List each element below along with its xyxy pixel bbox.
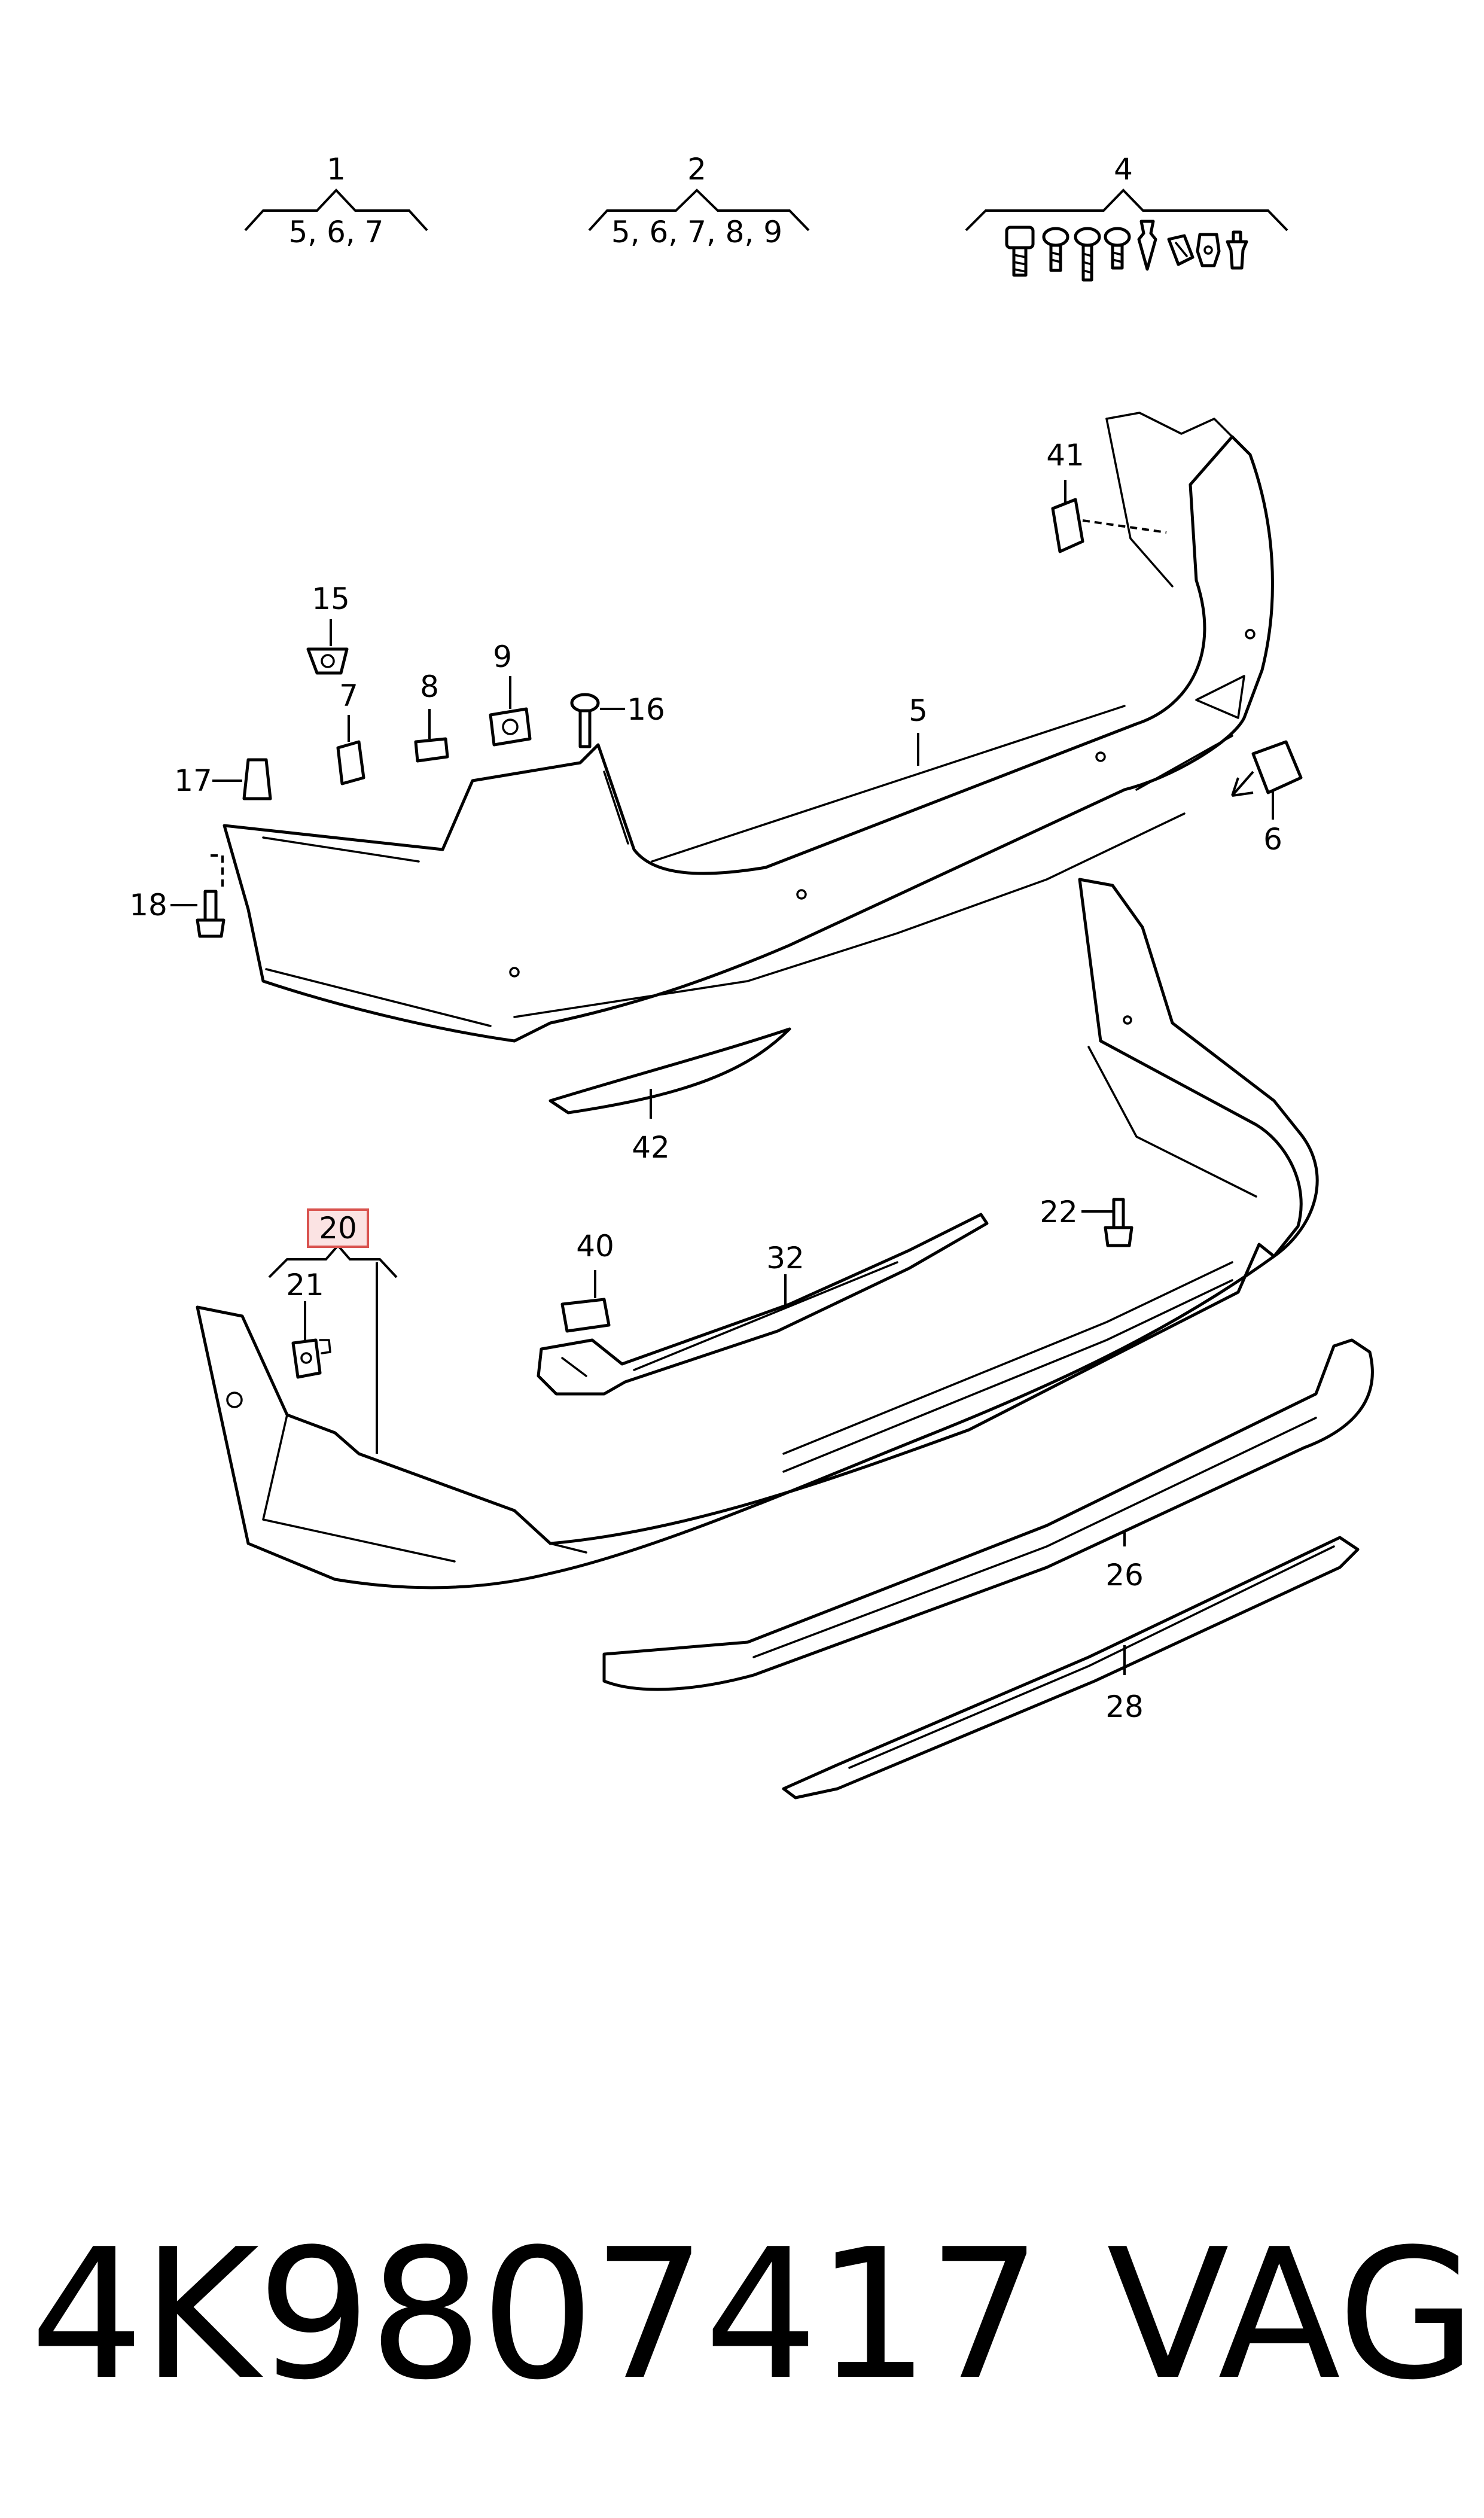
callout-28: 28: [1105, 1689, 1144, 1724]
screw-icon: [1074, 227, 1101, 282]
group-items: 5, 6, 7, 8, 9: [611, 215, 782, 249]
brand-name: VAG: [1107, 2211, 1477, 2419]
callout-32: 32: [766, 1241, 805, 1275]
guide-pin-17: [242, 758, 272, 800]
expansion-nut-15: [306, 647, 349, 675]
group-number: 1: [327, 152, 346, 187]
guide-8: [414, 737, 449, 763]
part-number: 4K9807417: [30, 2211, 1042, 2419]
clip-icon: [1167, 234, 1194, 266]
group-number: 4: [1114, 152, 1133, 187]
callout-42: 42: [632, 1130, 670, 1165]
callout-17: 17: [174, 763, 212, 798]
guide-7: [336, 740, 365, 785]
callout-6: 6: [1263, 822, 1282, 857]
group-bracket: [965, 188, 1288, 232]
nut-clip-icon: [1196, 233, 1221, 267]
bumper-cover: [223, 412, 1274, 1043]
callout-21: 21: [286, 1268, 324, 1302]
callout-labels: 5 6 7 8 9 15 16 17 18 42 41 22 32 40 21 …: [129, 438, 1282, 1724]
bumper-lower-section: [196, 878, 1319, 1590]
holder-40: [560, 1298, 611, 1333]
callout-41: 41: [1046, 438, 1084, 473]
bolt-22: [1104, 1198, 1133, 1247]
bracket-9: [489, 707, 532, 747]
callout-40: 40: [576, 1229, 614, 1263]
lower-strip-28: [782, 1536, 1360, 1800]
group-bracket: [244, 188, 428, 232]
group-number: 2: [687, 152, 706, 187]
callout-18: 18: [129, 888, 167, 922]
retaining-strip-32: [537, 1213, 989, 1396]
callout-8: 8: [420, 669, 439, 704]
group-bracket: [588, 188, 810, 232]
fastener-set-icon: [1005, 220, 1248, 282]
callout-22: 22: [1040, 1195, 1078, 1229]
diffuser-26: [602, 1338, 1374, 1691]
callout-5: 5: [909, 693, 928, 728]
trim-strip-42: [548, 1027, 791, 1115]
callout-26: 26: [1105, 1558, 1144, 1593]
callout-9: 9: [493, 640, 512, 674]
bolt-icon: [1005, 226, 1035, 277]
screw-icon: [1104, 227, 1131, 270]
push-rivet-icon: [1226, 230, 1248, 270]
bracket-21: [291, 1338, 331, 1379]
bracket-41: [1051, 498, 1167, 553]
leader-lines: [170, 480, 1274, 1675]
group-header-4: 4: [965, 152, 1288, 282]
callout-16: 16: [627, 692, 665, 727]
group-header-2: 2 5, 6, 7, 8, 9: [588, 152, 810, 249]
callout-20: 20: [319, 1211, 357, 1246]
screw-icon: [1042, 227, 1069, 272]
group-header-1: 1 5, 6, 7: [244, 152, 428, 249]
tow-eye-cap-6: [1231, 740, 1303, 797]
group-items: 5, 6, 7: [288, 215, 383, 249]
callout-20-highlight: 20: [307, 1208, 369, 1248]
bolt-16: [570, 693, 600, 748]
bolt-18: [196, 854, 226, 938]
callout-7: 7: [339, 678, 358, 713]
clip-pin-icon: [1137, 220, 1157, 271]
callout-15: 15: [312, 581, 350, 616]
